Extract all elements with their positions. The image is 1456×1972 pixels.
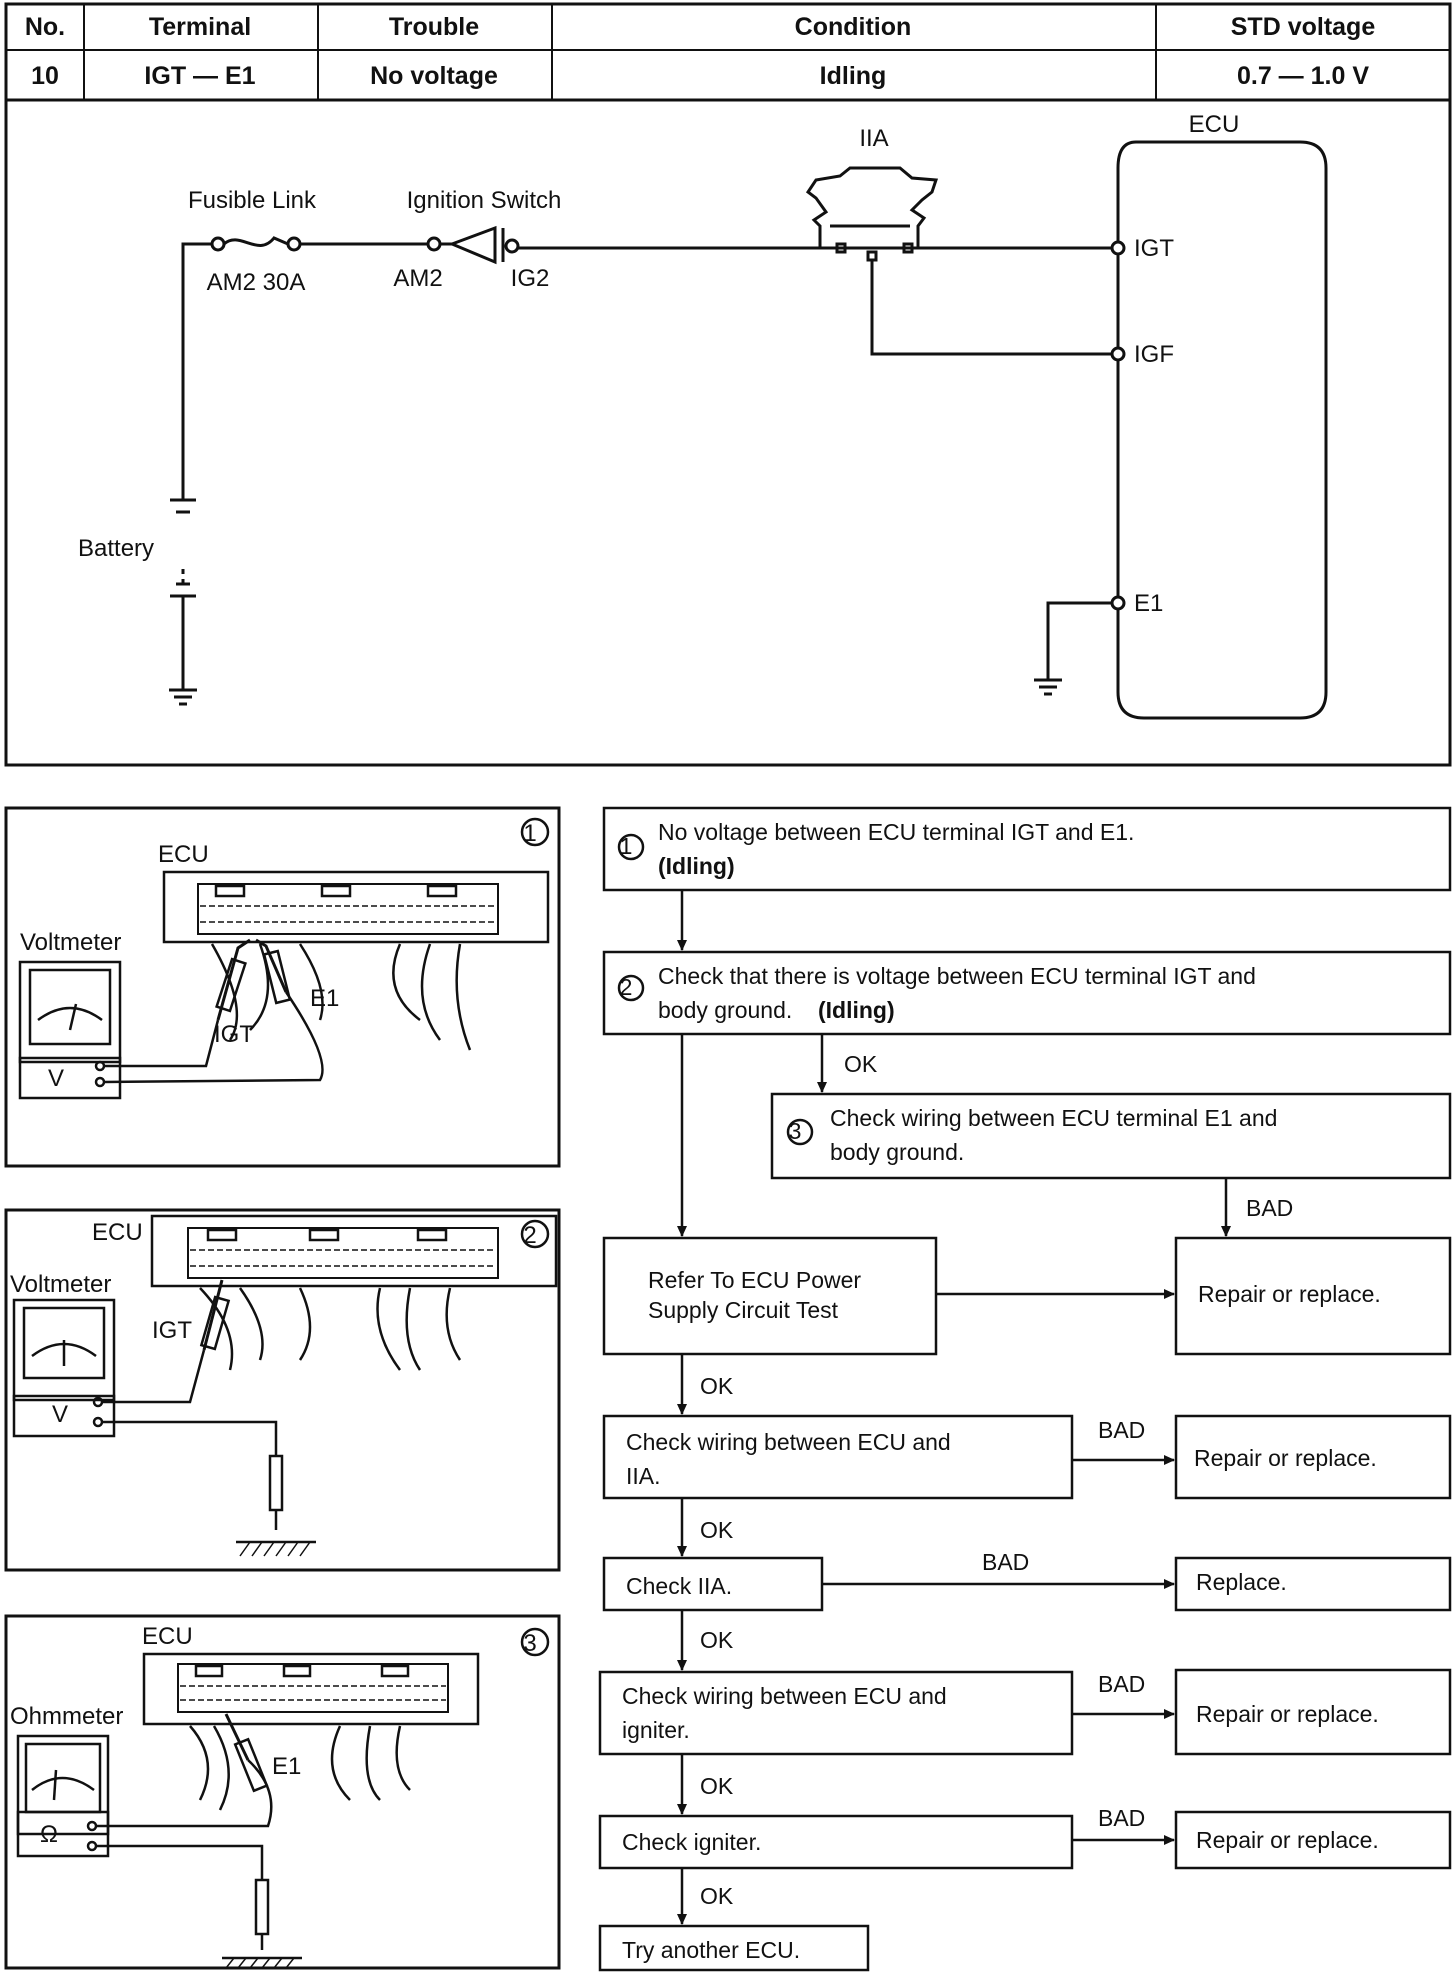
row-std-voltage: 0.7 — 1.0 V: [1237, 62, 1369, 90]
row-trouble: No voltage: [370, 62, 498, 90]
flowchart-boxes: [598, 806, 1452, 1972]
check-igniter: Check igniter.: [622, 1829, 761, 1855]
step2-line2b: (Idling): [818, 997, 895, 1023]
check-iia: Check IIA.: [626, 1573, 732, 1599]
ecu-power-line1: Refer To ECU Power: [648, 1267, 861, 1293]
step2-line2a: body ground.: [658, 997, 792, 1023]
panel-3: [4, 1614, 561, 1970]
battery-label: Battery: [78, 535, 154, 562]
header-terminal: Terminal: [149, 13, 251, 41]
bad-label-wiring-igniter: BAD: [1098, 1671, 1145, 1697]
ok-label-wiring-igniter: OK: [700, 1773, 734, 1799]
ok-label-wiring-iia: OK: [700, 1517, 734, 1543]
panel-1-ecu-label: ECU: [158, 841, 209, 868]
bad-label-check-igniter: BAD: [1098, 1805, 1145, 1831]
step3-line1: Check wiring between ECU terminal E1 and: [830, 1105, 1277, 1131]
panel-2-probe-igt: IGT: [152, 1317, 192, 1344]
repair-4: Repair or replace.: [1196, 1827, 1379, 1853]
repair-2: Repair or replace.: [1194, 1445, 1377, 1471]
panel-3-ecu-label: ECU: [142, 1623, 193, 1650]
igt-terminal-label: IGT: [1134, 235, 1174, 262]
iia-label: IIA: [859, 125, 888, 152]
row-condition: Idling: [820, 62, 887, 90]
panel-2: [4, 1208, 561, 1572]
e1-terminal-label: E1: [1134, 590, 1163, 617]
panel-1: [4, 806, 561, 1168]
flowchart-arrows: [617, 833, 1231, 1925]
header-std-voltage: STD voltage: [1231, 13, 1376, 41]
wiring-igniter-line2: igniter.: [622, 1717, 690, 1743]
try-another-ecu: Try another ECU.: [622, 1937, 800, 1963]
step1-line1: No voltage between ECU terminal IGT and …: [658, 819, 1134, 845]
circuit-diagram: [4, 98, 1452, 767]
fuse-rating-label: AM2 30A: [207, 269, 306, 296]
panel-3-probe-e1: E1: [272, 1753, 301, 1780]
am2-label: AM2: [393, 265, 442, 292]
step3-line2: body ground.: [830, 1139, 964, 1165]
wiring-igniter-line1: Check wiring between ECU and: [622, 1683, 947, 1709]
step3-number: 3: [789, 1118, 802, 1144]
ok-label-check-iia: OK: [700, 1627, 734, 1653]
ok-label-step2: OK: [844, 1051, 878, 1077]
ecu-label: ECU: [1189, 111, 1240, 138]
repair-3: Repair or replace.: [1196, 1701, 1379, 1727]
panel-2-meter-label: Voltmeter: [10, 1271, 111, 1298]
panel-1-probe-e1: E1: [310, 985, 339, 1012]
step1-line2: (Idling): [658, 853, 735, 879]
panel-3-meter-symbol: Ω: [40, 1821, 58, 1848]
step2-number: 2: [620, 974, 633, 1000]
panel-1-number: 1: [523, 820, 536, 847]
panel-2-ecu-label: ECU: [92, 1219, 143, 1246]
wiring-iia-line1: Check wiring between ECU and: [626, 1429, 951, 1455]
step2-line1: Check that there is voltage between ECU …: [658, 963, 1256, 989]
header-condition: Condition: [795, 13, 912, 41]
ig2-label: IG2: [511, 265, 550, 292]
header-no: No.: [25, 13, 65, 41]
ignition-switch-label: Ignition Switch: [407, 187, 562, 214]
fusible-link-label: Fusible Link: [188, 187, 317, 214]
panel-2-meter-symbol: V: [52, 1401, 68, 1428]
igf-terminal-label: IGF: [1134, 341, 1174, 368]
ok-label-ecu-power: OK: [700, 1373, 734, 1399]
panel-2-number: 2: [523, 1222, 536, 1249]
ok-label-check-igniter: OK: [700, 1883, 734, 1909]
panel-3-meter-label: Ohmmeter: [10, 1703, 123, 1730]
panel-3-number: 3: [523, 1630, 536, 1657]
wiring-iia-line2: IIA.: [626, 1463, 661, 1489]
ecu-power-line2: Supply Circuit Test: [648, 1297, 839, 1323]
bad-label-check-iia: BAD: [982, 1549, 1029, 1575]
header-trouble: Trouble: [389, 13, 479, 41]
row-no: 10: [31, 62, 59, 90]
repair-1: Repair or replace.: [1198, 1281, 1381, 1307]
bad-label-wiring-iia: BAD: [1098, 1417, 1145, 1443]
replace: Replace.: [1196, 1569, 1287, 1595]
panel-1-meter-symbol: V: [48, 1065, 64, 1092]
row-terminal: IGT — E1: [144, 62, 255, 90]
panel-1-meter-label: Voltmeter: [20, 929, 121, 956]
bad-label-step3: BAD: [1246, 1195, 1293, 1221]
step1-number: 1: [620, 833, 633, 859]
panel-1-probe-igt: IGT: [214, 1021, 254, 1048]
